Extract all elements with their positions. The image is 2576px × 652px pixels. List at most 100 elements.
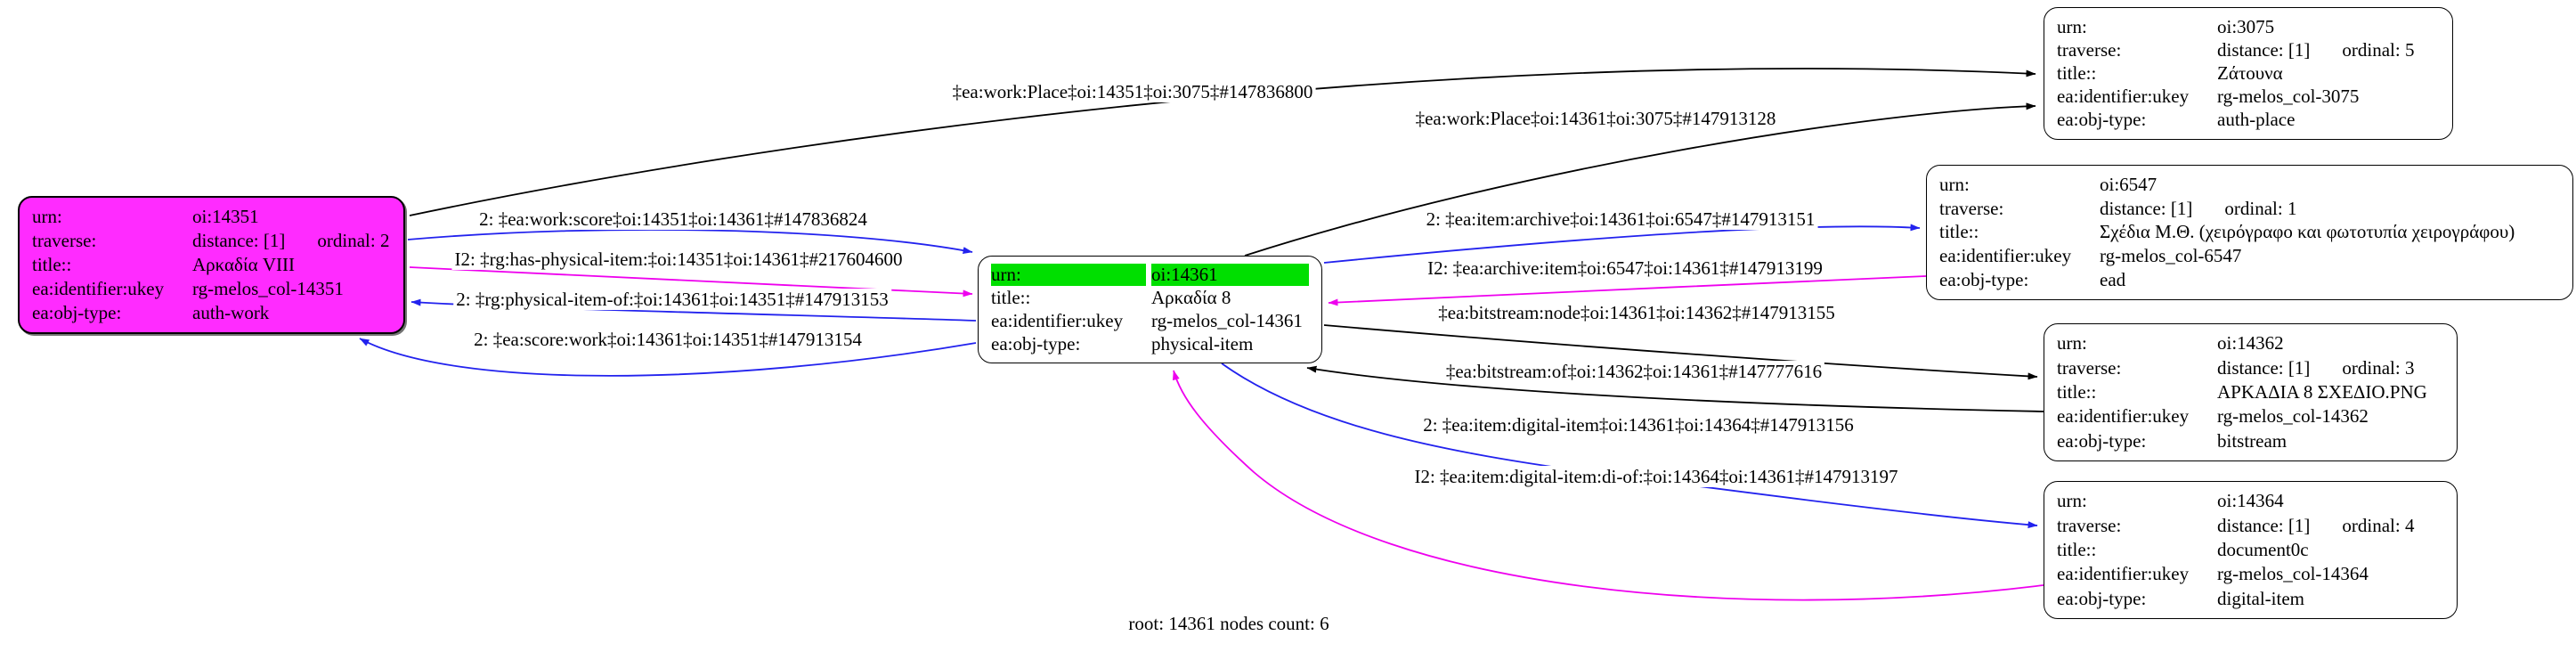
field-value: distance: [1]	[2100, 197, 2193, 219]
edge-archive-item	[1328, 275, 1927, 306]
field-row: traverse: distance: [1] ordinal: 5	[2057, 38, 2440, 61]
field-key: urn:	[2057, 15, 2087, 37]
field-row: ea:obj-type: ead	[1939, 268, 2560, 292]
edge-work-place-14351-3075	[409, 68, 2036, 216]
field-row: traverse: distance: [1] ordinal: 4	[2057, 514, 2444, 538]
field-value: digital-item	[2217, 587, 2304, 609]
field-row: traverse: distance: [1] ordinal: 3	[2057, 356, 2444, 380]
edge-item-archive	[1323, 224, 1921, 264]
node-oi-14361: urn:oi:14361 title::Αρκαδία 8 ea:identif…	[978, 256, 1322, 363]
field-value: oi:6547	[2100, 173, 2158, 195]
edge-digital-item-di-of	[1172, 370, 2044, 601]
node-oi-14364: urn: oi:14364 traverse: distance: [1] ordin…	[2044, 481, 2458, 619]
edge-label-has-physical-item: I2: ‡rg:has-physical-item:‡oi:14351‡oi:1…	[451, 249, 906, 270]
field-row: title::Σχέδια Μ.Θ. (χειρόγραφο και φωτοτ…	[1939, 221, 2560, 245]
field-row: title::Αρκαδία 8	[991, 287, 1309, 310]
field-row: urn: oi:14351	[32, 205, 391, 229]
field-key: ea:obj-type:	[2057, 429, 2147, 452]
field-key: ea:obj-type:	[2057, 587, 2147, 609]
field-row: title::document0c	[2057, 538, 2444, 562]
field-value: physical-item	[1151, 332, 1254, 355]
edge-bitstream-node	[1323, 324, 2038, 380]
field-row: traverse:distance: [1]ordinal: 1	[1939, 197, 2560, 221]
field-key: title::	[2057, 380, 2097, 403]
field-row: urn:oi:6547	[1939, 173, 2560, 197]
field-key: ea:obj-type:	[32, 302, 122, 323]
field-value: distance: [1]	[2217, 38, 2311, 61]
field-key: urn:	[2057, 332, 2087, 355]
field-value: oi:14351	[192, 206, 259, 227]
field-value: oi:14361	[1151, 264, 1309, 287]
field-key: traverse:	[2057, 514, 2122, 536]
field-value-ordinal: ordinal: 1	[2224, 197, 2297, 219]
field-row-highlighted: urn:oi:14361	[991, 264, 1309, 287]
field-key: ea:identifier:ukey	[2057, 563, 2190, 585]
edge-label-item-digital-item: 2: ‡ea:item:digital-item‡oi:14361‡oi:143…	[1420, 414, 1857, 436]
field-key: ea:identifier:ukey	[991, 309, 1124, 331]
field-value-ordinal: ordinal: 3	[2342, 356, 2415, 379]
edge-label-physical-item-of: 2: ‡rg:physical-item-of:‡oi:14361‡oi:143…	[453, 289, 891, 310]
field-value: rg-melos_col-6547	[2100, 245, 2242, 267]
field-value: oi:14362	[2217, 332, 2284, 355]
field-row: ea:identifier:ukey rg-melos_col-14362	[2057, 404, 2444, 428]
field-value: oi:3075	[2217, 15, 2275, 37]
field-value-ordinal: ordinal: 5	[2342, 38, 2415, 61]
field-key: traverse:	[2057, 38, 2122, 61]
field-value: Αρκαδία 8	[1151, 287, 1231, 309]
edge-label-score-work: 2: ‡ea:score:work‡oi:14361‡oi:14351‡#147…	[471, 329, 865, 350]
node-oi-6547: urn:oi:6547 traverse:distance: [1]ordina…	[1926, 165, 2573, 300]
field-key: urn:	[991, 264, 1146, 287]
field-row: urn: oi:14364	[2057, 489, 2444, 513]
field-key: traverse:	[2057, 356, 2122, 379]
graph-root-summary: root: 14361 nodes count: 6	[1128, 613, 1329, 634]
edge-work-score	[407, 229, 973, 254]
field-value: rg-melos_col-14351	[192, 278, 344, 299]
field-value-ordinal: ordinal: 4	[2342, 514, 2415, 536]
field-value: ead	[2100, 269, 2126, 291]
field-key: ea:obj-type:	[1939, 269, 2029, 291]
edge-label-item-archive: 2: ‡ea:item:archive‡oi:14361‡oi:6547‡#14…	[1423, 208, 1818, 230]
field-key: title::	[1939, 221, 1979, 243]
field-key: urn:	[2057, 490, 2087, 512]
field-row: title::ΑΡΚΑΔΙΑ 8 ΣΧΕΔΙΟ.PNG	[2057, 380, 2444, 404]
edge-score-work	[359, 338, 977, 377]
field-row: ea:obj-type: digital-item	[2057, 587, 2444, 611]
edge-label-bitstream-node: ‡ea:bitstream:node‡oi:14361‡oi:14362‡#14…	[1435, 302, 1838, 323]
edge-work-place-14361-3075	[1244, 102, 2036, 257]
field-key: title::	[2057, 538, 2097, 560]
field-key: ea:identifier:ukey	[2057, 405, 2190, 428]
field-key: ea:obj-type:	[2057, 109, 2147, 131]
field-key: title::	[2057, 62, 2097, 84]
field-value: document0c	[2217, 538, 2309, 560]
field-key: ea:identifier:ukey	[2057, 86, 2190, 108]
field-row: ea:obj-type:auth-place	[2057, 109, 2440, 132]
field-value: ΑΡΚΑΔΙΑ 8 ΣΧΕΔΙΟ.PNG	[2217, 380, 2427, 403]
field-row: urn: oi:3075	[2057, 15, 2440, 38]
edge-label-work-score: 2: ‡ea:work:score‡oi:14351‡oi:14361‡#147…	[476, 208, 870, 230]
field-value-ordinal: ordinal: 2	[317, 230, 390, 251]
node-oi-3075: urn: oi:3075 traverse: distance: [1] ordina…	[2044, 7, 2453, 140]
field-value: Αρκαδία VIII	[192, 254, 295, 275]
field-value: rg-melos_col-14362	[2217, 405, 2369, 428]
node-oi-14351: urn: oi:14351 traverse:distance: [1]ordin…	[18, 196, 405, 334]
field-row: ea:obj-type: physical-item	[991, 332, 1309, 355]
field-row: ea:obj-type: bitstream	[2057, 429, 2444, 453]
field-value: oi:14364	[2217, 490, 2284, 512]
field-key: ea:identifier:ukey	[1939, 245, 2072, 267]
field-value: bitstream	[2217, 429, 2288, 452]
edge-item-digital-item	[1221, 363, 2038, 529]
edge-bitstream-of	[1306, 365, 2044, 412]
field-value: distance: [1]	[2217, 514, 2311, 536]
field-key: ea:obj-type:	[991, 332, 1081, 355]
field-row: traverse:distance: [1]ordinal: 2	[32, 229, 391, 253]
field-row: title::Αρκαδία VIII	[32, 253, 391, 277]
field-value: distance: [1]	[2217, 356, 2311, 379]
edge-label-work-place-14361: ‡ea:work:Place‡oi:14361‡oi:3075‡#1479131…	[1412, 108, 1779, 129]
field-key: urn:	[32, 206, 62, 227]
field-value: Ζάτουνα	[2217, 62, 2283, 84]
